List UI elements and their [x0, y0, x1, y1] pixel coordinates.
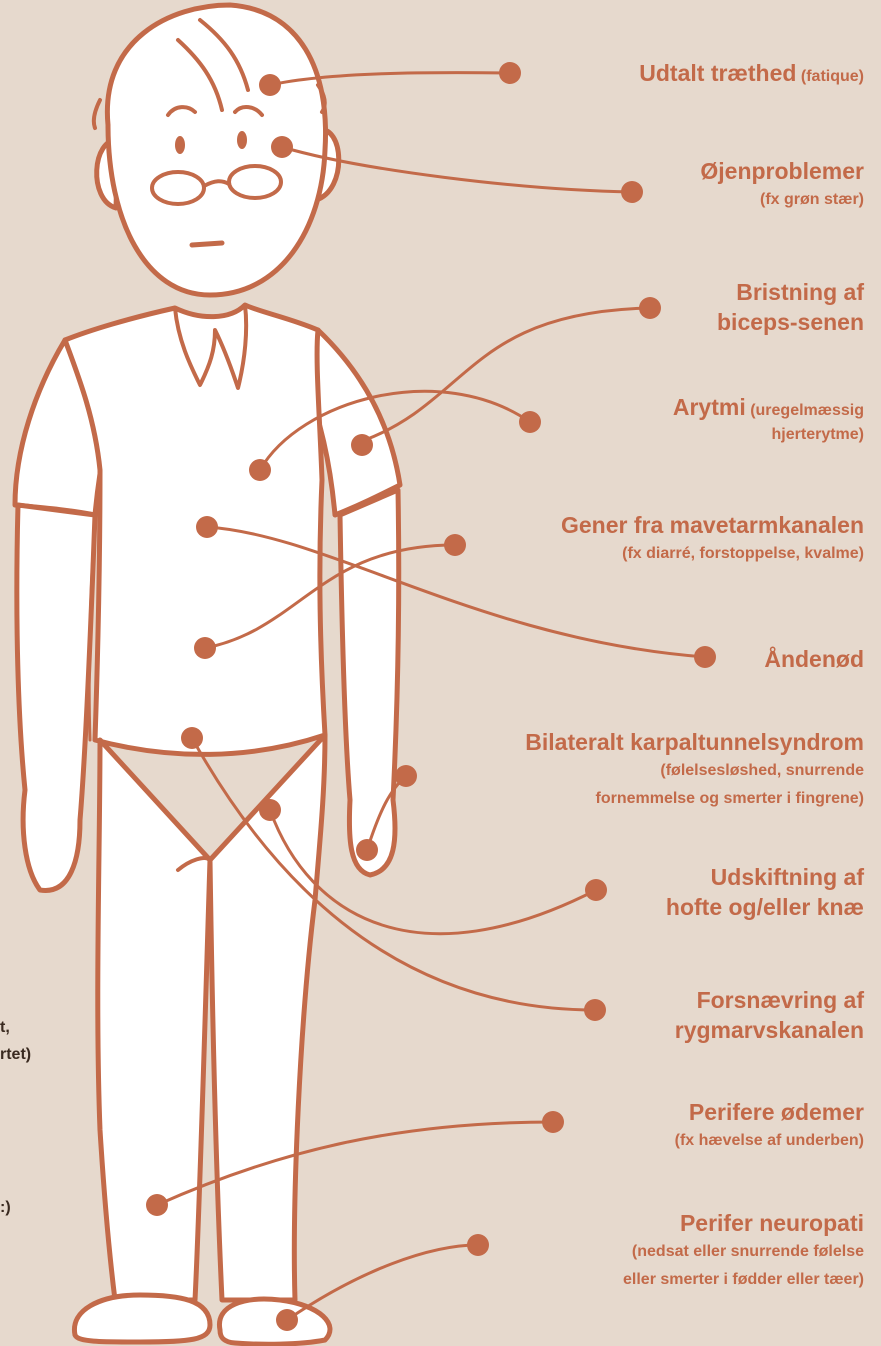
label-spinal-line-2: rygmarvskanalen — [675, 1015, 864, 1045]
right-shoe — [219, 1299, 330, 1344]
label-hip-line-2: hofte og/eller knæ — [666, 892, 864, 922]
label-eyes-sub: (fx grøn stær) — [700, 186, 864, 214]
label-neuropathy-sub-1: (nedsat eller snurrende følelse — [623, 1238, 864, 1266]
dot-fatigue-label — [499, 62, 521, 84]
dot-edema-label — [542, 1111, 564, 1133]
left-arm — [17, 505, 95, 890]
dot-hip-body — [259, 799, 281, 821]
dot-fatigue-body — [259, 74, 281, 96]
label-fatigue-title: Udtalt træthed — [639, 60, 796, 86]
dot-carpal-body — [356, 839, 378, 861]
label-arrhythmia-sub: hjerterytme) — [673, 421, 864, 449]
label-edema-title: Perifere ødemer — [675, 1097, 864, 1127]
label-hip: Udskiftning af hofte og/eller knæ — [666, 862, 864, 922]
label-arrhythmia-title: Arytmi — [673, 394, 746, 420]
label-neuropathy-title: Perifer neuropati — [623, 1208, 864, 1238]
label-neuropathy: Perifer neuropati (nedsat eller snurrend… — [623, 1208, 864, 1294]
cut-text-3: :) — [0, 1195, 11, 1221]
dot-neuropathy-body — [276, 1309, 298, 1331]
label-neuropathy-sub-2: eller smerter i fødder eller tæer) — [623, 1266, 864, 1294]
dot-biceps-body — [351, 434, 373, 456]
dot-carpal-label — [395, 765, 417, 787]
left-leg — [98, 740, 210, 1300]
dot-dyspnea-body — [196, 516, 218, 538]
dot-dyspnea-label — [694, 646, 716, 668]
label-hip-line-1: Udskiftning af — [666, 862, 864, 892]
dot-gi-label — [444, 534, 466, 556]
label-fatigue: Udtalt træthed (fatique) — [639, 60, 864, 87]
left-shoe — [74, 1295, 210, 1342]
dot-neuropathy-label — [467, 1234, 489, 1256]
label-carpal-sub-1: (følelsesløshed, snurrende — [525, 757, 864, 785]
right-arm — [340, 490, 399, 875]
label-biceps-line-2: biceps-senen — [717, 307, 864, 337]
dot-hip-label — [585, 879, 607, 901]
dot-arrhythmia-label — [519, 411, 541, 433]
dot-spinal-label — [584, 999, 606, 1021]
label-gi: Gener fra mavetarmkanalen (fx diarré, fo… — [561, 510, 864, 568]
label-dyspnea: Åndenød — [764, 644, 864, 674]
label-edema-sub: (fx hævelse af underben) — [675, 1127, 864, 1155]
label-edema: Perifere ødemer (fx hævelse af underben) — [675, 1097, 864, 1155]
label-spinal: Forsnævring af rygmarvskanalen — [675, 985, 864, 1045]
cut-text-1: t, — [0, 1015, 10, 1041]
label-eyes: Øjenproblemer (fx grøn stær) — [700, 156, 864, 214]
label-carpal-sub-2: fornemmelse og smerter i fingrene) — [525, 785, 864, 813]
label-biceps: Bristning af biceps-senen — [717, 277, 864, 337]
label-carpal: Bilateralt karpaltunnelsyndrom (følelses… — [525, 727, 864, 813]
label-biceps-line-1: Bristning af — [717, 277, 864, 307]
label-fatigue-inline: (fatique) — [801, 68, 864, 85]
label-arrhythmia-inline: (uregelmæssig — [750, 402, 864, 419]
dot-biceps-label — [639, 297, 661, 319]
label-gi-sub: (fx diarré, forstoppelse, kvalme) — [561, 540, 864, 568]
dot-eyes-label — [621, 181, 643, 203]
cut-text-2: rtet) — [0, 1042, 31, 1068]
label-arrhythmia: Arytmi (uregelmæssig hjerterytme) — [673, 394, 864, 449]
dot-eyes-body — [271, 136, 293, 158]
dot-spinal-body — [181, 727, 203, 749]
dot-gi-body — [194, 637, 216, 659]
label-carpal-title: Bilateralt karpaltunnelsyndrom — [525, 727, 864, 757]
label-gi-title: Gener fra mavetarmkanalen — [561, 510, 864, 540]
dot-edema-body — [146, 1194, 168, 1216]
dot-arrhythmia-body — [249, 459, 271, 481]
label-spinal-line-1: Forsnævring af — [675, 985, 864, 1015]
line-biceps — [365, 308, 650, 440]
label-dyspnea-title: Åndenød — [764, 644, 864, 674]
label-eyes-title: Øjenproblemer — [700, 156, 864, 186]
